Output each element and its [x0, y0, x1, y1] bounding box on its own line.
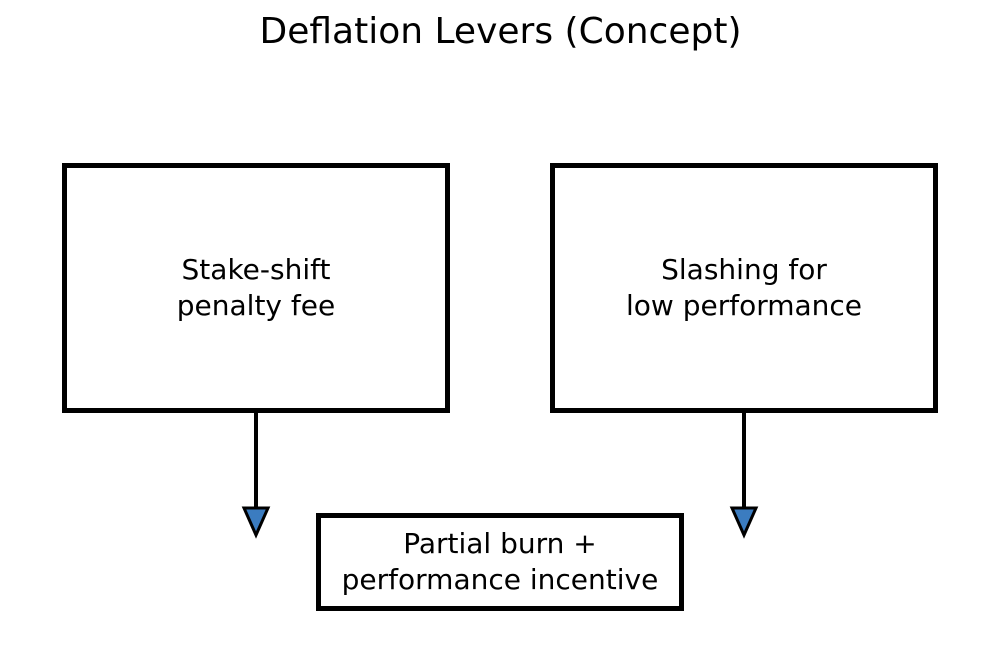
arrow-stake-shift-to-burn [241, 413, 271, 539]
node-label: Stake-shift penalty fee [177, 252, 335, 324]
node-label-line: Stake-shift [181, 253, 331, 286]
node-label-line: Slashing for [661, 253, 827, 286]
diagram-title: Deflation Levers (Concept) [259, 11, 742, 52]
arrow-slashing-to-burn [729, 413, 759, 539]
arrow-head-icon [729, 506, 759, 539]
node-slashing-low-performance: Slashing for low performance [550, 163, 938, 413]
node-label-line: Partial burn + [403, 527, 597, 560]
node-label: Slashing for low performance [626, 252, 862, 324]
arrow-head-icon [241, 506, 271, 539]
node-stake-shift-penalty-fee: Stake-shift penalty fee [62, 163, 450, 413]
node-partial-burn-performance-incentive: Partial burn + performance incentive [316, 513, 684, 611]
node-label: Partial burn + performance incentive [342, 526, 659, 598]
node-label-line: low performance [625, 289, 863, 322]
node-label-line: penalty fee [176, 289, 336, 322]
node-label-line: performance incentive [341, 563, 659, 596]
